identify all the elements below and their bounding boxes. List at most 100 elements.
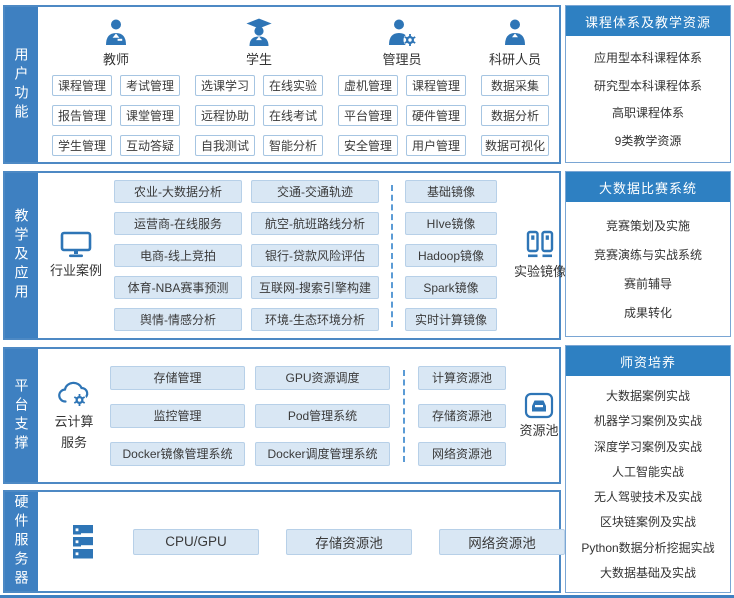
hardware-chip[interactable]: CPU/GPU: [133, 528, 259, 555]
industry-case-chip[interactable]: 交通-交通轨迹: [251, 180, 379, 203]
industry-case-chip[interactable]: 舆情-情感分析: [114, 308, 242, 331]
hardware-chip[interactable]: 存储资源池: [286, 528, 412, 555]
industry-cases-block: 行业案例: [38, 231, 114, 280]
resource-pool-label: 资源池: [519, 422, 559, 438]
feature-chip[interactable]: 数据采集: [481, 75, 549, 96]
side-label-platform-support: 平台支撑: [5, 349, 38, 482]
teacher-icon: [101, 17, 131, 47]
industry-case-chip[interactable]: 银行-贷款风险评估: [251, 244, 379, 267]
resource-pool-icon: [524, 392, 554, 419]
user-group-student: 学生 选课学习 在线实验 远程协助 在线考试 自我测试 智能分析: [195, 17, 323, 162]
industry-case-chip[interactable]: 运营商-在线服务: [114, 212, 242, 235]
industry-case-chip[interactable]: 环境-生态环境分析: [251, 308, 379, 331]
feature-chip[interactable]: 课堂管理: [120, 105, 180, 126]
user-group-researcher: 科研人员 数据采集 数据分析 数据可视化: [481, 17, 549, 162]
panel-item: 竞赛演练与实战系统: [593, 248, 702, 262]
cloud-gear-icon: [55, 380, 93, 410]
panel-item: 成果转化: [623, 306, 672, 320]
industry-case-chip[interactable]: 体育-NBA赛事预测: [114, 276, 242, 299]
panel-item: 无人驾驶技术及实战: [593, 490, 702, 505]
feature-chip[interactable]: 用户管理: [406, 135, 466, 156]
section-hardware-server: 硬件服务器 CPU/GPU 存储资源池 网络资源池: [3, 490, 565, 593]
platform-chip[interactable]: 监控管理: [110, 403, 245, 428]
lab-image-chip[interactable]: Hadoop镜像: [405, 244, 497, 267]
side-label-hardware-server: 硬件服务器: [5, 492, 38, 591]
panel-teacher-training: 师资培养 大数据案例实战 机器学习案例及实战 深度学习案例及实战 人工智能实战 …: [565, 345, 731, 593]
feature-chip[interactable]: 互动答疑: [120, 135, 180, 156]
resource-pool-column: 计算资源池 存储资源池 网络资源池: [418, 365, 506, 466]
platform-chip[interactable]: GPU资源调度: [255, 365, 390, 390]
panel-item: 研究型本科课程体系: [593, 78, 702, 93]
student-icon: [242, 17, 276, 47]
panel-competition-system: 大数据比赛系统 竞赛策划及实施 竞赛演练与实战系统 赛前辅导 成果转化: [565, 171, 731, 337]
hardware-chip[interactable]: 网络资源池: [439, 528, 565, 555]
feature-chip[interactable]: 在线实验: [263, 75, 323, 96]
containers-icon: [523, 230, 557, 260]
panel-item: 应用型本科课程体系: [593, 51, 702, 66]
platform-chip[interactable]: Pod管理系统: [255, 403, 390, 428]
cloud-services-label-line1: 云计算: [54, 413, 94, 429]
bottom-border-line: [0, 595, 734, 598]
panel-item: 大数据基础及实战: [599, 565, 696, 580]
platform-column-1: 存储管理 监控管理 Docker镜像管理系统: [110, 365, 245, 466]
feature-chip[interactable]: 在线考试: [263, 105, 323, 126]
resource-pool-chip[interactable]: 计算资源池: [418, 365, 506, 390]
lab-image-chip[interactable]: 实时计算镜像: [405, 308, 497, 331]
platform-chip[interactable]: Docker镜像管理系统: [110, 441, 245, 466]
panel-item: 高职课程体系: [611, 106, 684, 121]
cloud-services-label-line2: 服务: [60, 434, 87, 450]
lab-image-chip[interactable]: Spark镜像: [405, 276, 497, 299]
panel-item: 机器学习案例及实战: [593, 414, 702, 429]
panel-item: 区块链案例及实战: [599, 515, 696, 530]
industry-case-chip[interactable]: 互联网-搜索引擎构建: [251, 276, 379, 299]
platform-chip[interactable]: 存储管理: [110, 365, 245, 390]
feature-chip[interactable]: 选课学习: [195, 75, 255, 96]
cloud-services-block: 云计算 服务: [38, 380, 110, 452]
server-rack-icon: [70, 523, 96, 561]
panel-item: 人工智能实战: [611, 464, 684, 479]
feature-chip[interactable]: 数据分析: [481, 105, 549, 126]
feature-chip[interactable]: 课程管理: [406, 75, 466, 96]
industry-case-chip[interactable]: 电商-线上竞拍: [114, 244, 242, 267]
user-group-admin: 管理员 虚机管理 课程管理 平台管理 硬件管理 安全管理 用户管理: [338, 17, 466, 162]
resource-pool-block: 资源池: [506, 392, 572, 440]
industry-case-column-2: 交通-交通轨迹 航空-航班路线分析 银行-贷款风险评估 互联网-搜索引擎构建 环…: [251, 180, 379, 331]
feature-chip[interactable]: 课程管理: [52, 75, 112, 96]
platform-chip[interactable]: Docker调度管理系统: [255, 441, 390, 466]
feature-chip[interactable]: 智能分析: [263, 135, 323, 156]
user-group-label: 学生: [245, 52, 272, 67]
lab-image-chip[interactable]: 基础镜像: [405, 180, 497, 203]
resource-pool-chip[interactable]: 存储资源池: [418, 403, 506, 428]
lab-images-block: 实验镜像: [497, 230, 583, 281]
researcher-icon: [500, 17, 530, 47]
resource-pool-chip[interactable]: 网络资源池: [418, 441, 506, 466]
monitor-icon: [60, 231, 92, 259]
feature-chip[interactable]: 数据可视化: [481, 135, 549, 156]
industry-case-chip[interactable]: 航空-航班路线分析: [251, 212, 379, 235]
industry-cases-label: 行业案例: [49, 263, 102, 279]
feature-chip[interactable]: 硬件管理: [406, 105, 466, 126]
user-group-teacher: 教师 课程管理 考试管理 报告管理 课堂管理 学生管理 互动答疑: [52, 17, 180, 162]
feature-chip[interactable]: 虚机管理: [338, 75, 398, 96]
side-label-teaching-application: 教学及应用: [5, 173, 38, 338]
dashed-divider: [403, 369, 405, 462]
panel-item: 竞赛策划及实施: [605, 219, 690, 233]
feature-chip[interactable]: 远程协助: [195, 105, 255, 126]
lab-image-column: 基础镜像 HIve镜像 Hadoop镜像 Spark镜像 实时计算镜像: [405, 180, 497, 331]
feature-chip[interactable]: 报告管理: [52, 105, 112, 126]
feature-chip[interactable]: 自我测试: [195, 135, 255, 156]
user-group-label: 科研人员: [488, 52, 541, 67]
feature-chip[interactable]: 学生管理: [52, 135, 112, 156]
panel-item: 大数据案例实战: [605, 389, 690, 404]
panel-item: 深度学习案例及实战: [593, 439, 702, 454]
section-teaching-application: 教学及应用 行业案例 农业-大数据分析 运营商-在线服务 电商-线上竞拍 体育-…: [3, 171, 566, 340]
user-group-label: 教师: [102, 52, 129, 67]
feature-chip[interactable]: 安全管理: [338, 135, 398, 156]
panel-title: 课程体系及教学资源: [566, 6, 730, 36]
dashed-divider: [391, 184, 393, 327]
lab-image-chip[interactable]: HIve镜像: [405, 212, 497, 235]
industry-case-chip[interactable]: 农业-大数据分析: [114, 180, 242, 203]
feature-chip[interactable]: 考试管理: [120, 75, 180, 96]
user-group-label: 管理员: [382, 52, 422, 67]
feature-chip[interactable]: 平台管理: [338, 105, 398, 126]
